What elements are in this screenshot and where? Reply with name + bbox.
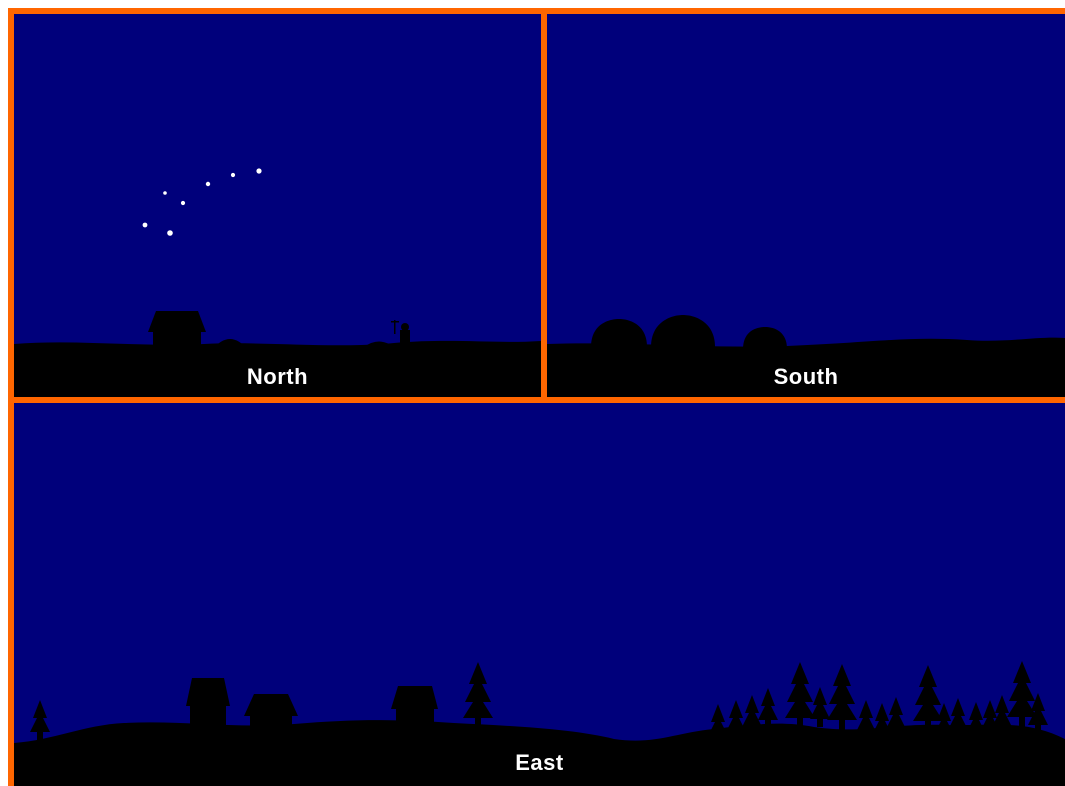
house-roof (244, 694, 298, 716)
house-roof (186, 678, 230, 706)
star (142, 222, 148, 228)
star (205, 181, 211, 187)
house-body (190, 704, 226, 734)
tree (913, 665, 943, 731)
house-body (396, 707, 434, 725)
east-view-panel: East (14, 403, 1065, 786)
north-ground-silhouette (14, 311, 541, 397)
star (230, 172, 236, 178)
tree (30, 700, 50, 740)
house-roof (148, 311, 206, 332)
south-ground-silhouette (547, 315, 1065, 397)
dome (651, 315, 715, 347)
tree (827, 664, 857, 730)
east-scene (14, 661, 1065, 786)
dome (591, 319, 647, 347)
big-dipper-stars (142, 168, 262, 236)
star (167, 230, 173, 236)
north-scene (14, 168, 541, 397)
house-body (153, 330, 201, 350)
small-dome (212, 339, 248, 350)
east-label: East (515, 750, 564, 775)
small-figure (400, 330, 410, 346)
tree (463, 662, 493, 728)
tree (758, 688, 778, 728)
dome (743, 327, 787, 349)
tree (810, 687, 830, 727)
star (180, 200, 186, 206)
south-scene (547, 315, 1065, 397)
star (256, 168, 262, 174)
north-label: North (246, 364, 309, 389)
north-view-panel: North (14, 14, 541, 397)
east-ground-silhouette (14, 661, 1065, 786)
house-roof (391, 686, 438, 709)
star (163, 191, 167, 195)
south-label: South (773, 364, 839, 389)
house-body (250, 714, 292, 732)
south-view-panel: South (547, 14, 1065, 397)
